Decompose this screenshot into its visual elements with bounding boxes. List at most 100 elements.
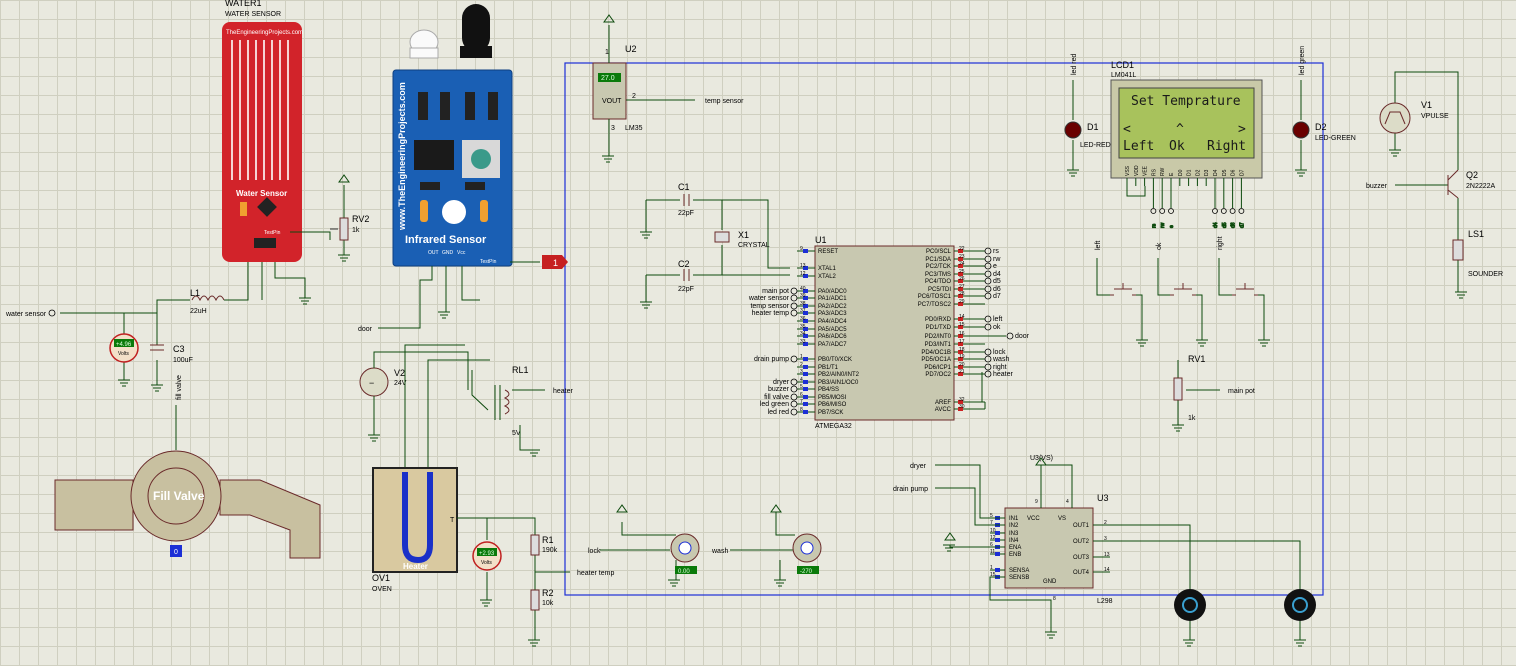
u1-pin-number: 32 (959, 397, 965, 403)
water-sensor-testpin: TestPin (264, 230, 281, 236)
u2-pin2: 2 (632, 93, 636, 100)
lcd-line2-left: < (1123, 122, 1131, 137)
lcd-line3-right: Right (1207, 139, 1246, 154)
rv1-potentiometer[interactable]: RV1 1k (1173, 354, 1205, 422)
ls1-sounder[interactable]: LS1 SOUNDER (1452, 229, 1503, 278)
lcd-line2-mid: ^ (1176, 122, 1184, 137)
oven-heater[interactable]: Heater T OV1 OVEN (372, 467, 458, 593)
motor-wash[interactable]: -270 (792, 533, 822, 575)
u1-pin-name: PA5/ADC5 (818, 327, 847, 333)
u2-lm35[interactable]: 27.0 VOUT U2 LM35 1 2 3 (592, 44, 643, 132)
lcd-pin-name: D0 (1178, 169, 1184, 176)
lcd-net-label: d7 (1239, 222, 1245, 228)
u1-pin-marker (803, 342, 808, 346)
water-sensor-title: Water Sensor (236, 189, 287, 198)
wires-relay (512, 389, 545, 451)
c1-capacitor[interactable]: C1 22pF (678, 182, 694, 217)
net-heater-temp-left: heater temp (577, 570, 614, 577)
u1-pin-name: PC7/TOSC2 (918, 302, 952, 308)
u1-pin-number: 14 (959, 314, 965, 320)
voltmeter-2[interactable]: +2.93 Volts (472, 541, 502, 571)
u1-pin-name: PC0/SCL (926, 249, 952, 255)
u1-net-terminal (984, 262, 992, 270)
u3-pin-name: IN4 (1009, 538, 1019, 544)
v2-source[interactable]: − V2 24V (359, 367, 407, 397)
lcd-net-label: e (1169, 225, 1175, 228)
u3-pin-name: OUT1 (1073, 523, 1090, 529)
u3-pin-name: VCC (1027, 516, 1040, 522)
wires-leds (1072, 80, 1302, 170)
r2-resistor[interactable]: R2 10k (530, 588, 554, 611)
ir-ic (414, 140, 454, 170)
d1-led[interactable]: D1 LED-RED (1064, 121, 1111, 149)
u1-pin-number: 23 (959, 254, 965, 260)
u1-pin-name: PA2/ADC2 (818, 304, 847, 310)
ground-symbols (118, 149, 1467, 647)
u1-pin-marker (958, 287, 963, 291)
c2-capacitor[interactable]: C2 22pF (678, 259, 694, 293)
u1-net-label: rw (993, 256, 1001, 263)
voltmeter-1[interactable]: +4.96 Volts (109, 333, 139, 363)
wires-motors (600, 512, 795, 580)
u1-pin-marker (803, 357, 808, 361)
motor-lock-shaft (678, 541, 692, 555)
c3-capacitor[interactable]: C3 100uF (150, 344, 193, 364)
u3-pin-number: 9 (1035, 499, 1038, 505)
ok-button[interactable] (1170, 283, 1196, 296)
motor-lock[interactable]: 0.00 (670, 533, 700, 575)
u1-pin-name: PB7/SCK (818, 410, 843, 416)
d2-led[interactable]: D2 LED-GREEN (1292, 121, 1356, 142)
water-sensor[interactable]: WATER1 WATER SENSOR TheEngineeringProjec… (222, 0, 303, 262)
ir-led-black-base (460, 46, 492, 58)
wires-u2 (608, 25, 695, 156)
rl1-relay[interactable]: RL1 5V (471, 365, 529, 437)
ir-pin-gnd: GND (442, 250, 454, 256)
u2-reading: 27.0 (601, 75, 615, 82)
x1-crystal[interactable]: X1 CRYSTAL (714, 230, 770, 249)
ir-site: www.TheEngineeringProjects.com (397, 82, 407, 231)
u1-pin-marker (803, 372, 808, 376)
q2-transistor[interactable]: Q2 2N2222A (1447, 169, 1496, 199)
u1-pin-name: PD2/INT0 (925, 334, 952, 340)
ir-sensor[interactable]: www.TheEngineeringProjects.com Infrared … (392, 4, 513, 267)
u1-net-label: left (993, 316, 1002, 323)
q2-model: 2N2222A (1466, 183, 1496, 190)
u1-pin-name: PD1/TXD (926, 325, 952, 331)
lcd-net-label: rw (1160, 222, 1166, 228)
u1-pin-marker (803, 395, 808, 399)
ir-cap-2 (480, 200, 488, 222)
q2-symbol (1447, 169, 1459, 199)
u3-pin-name: SENSA (1009, 568, 1029, 574)
rv2-potentiometer[interactable]: RV2 1k (330, 214, 369, 241)
l1-inductor[interactable]: L1 22uH (190, 288, 225, 315)
u2-vout: VOUT (602, 98, 622, 105)
v1-body (1379, 102, 1411, 134)
u1-pin-marker (958, 257, 963, 261)
u1-pin-number: 34 (800, 331, 806, 337)
v2-value: 24V (394, 380, 407, 387)
u1-net-terminal (984, 315, 992, 323)
lcd-display[interactable]: LCD1 LM041L Set Temprature < ^ > Left Ok… (1110, 60, 1263, 186)
oven-ref: OV1 (372, 573, 390, 583)
r1-resistor[interactable]: R1 190k (530, 534, 558, 556)
left-button[interactable] (1110, 283, 1136, 296)
fill-valve[interactable]: Fill Valve 0 (54, 450, 321, 559)
lcd-line1: Set Temprature (1131, 94, 1241, 109)
motor-drain[interactable] (1284, 589, 1316, 621)
v1-pulse-source[interactable]: V1 VPULSE (1379, 100, 1449, 134)
sensor-traces (231, 40, 289, 180)
ir-tag-number: 1 (553, 258, 558, 268)
motor-dryer[interactable] (1174, 589, 1206, 621)
rv2-value: 1k (352, 227, 360, 234)
u3-pin-number: 6 (990, 542, 993, 548)
u1-pin-marker (803, 249, 808, 253)
u1-pin-marker (958, 249, 963, 253)
u1-pin-marker (803, 387, 808, 391)
u1-pin-name: PA3/ADC3 (818, 311, 847, 317)
right-button[interactable] (1232, 283, 1258, 296)
sensor-chip-icon (257, 197, 277, 217)
u1-pin-name: PC4/TDO (925, 279, 951, 285)
net-fill-valve-left: fill valve (176, 375, 183, 400)
